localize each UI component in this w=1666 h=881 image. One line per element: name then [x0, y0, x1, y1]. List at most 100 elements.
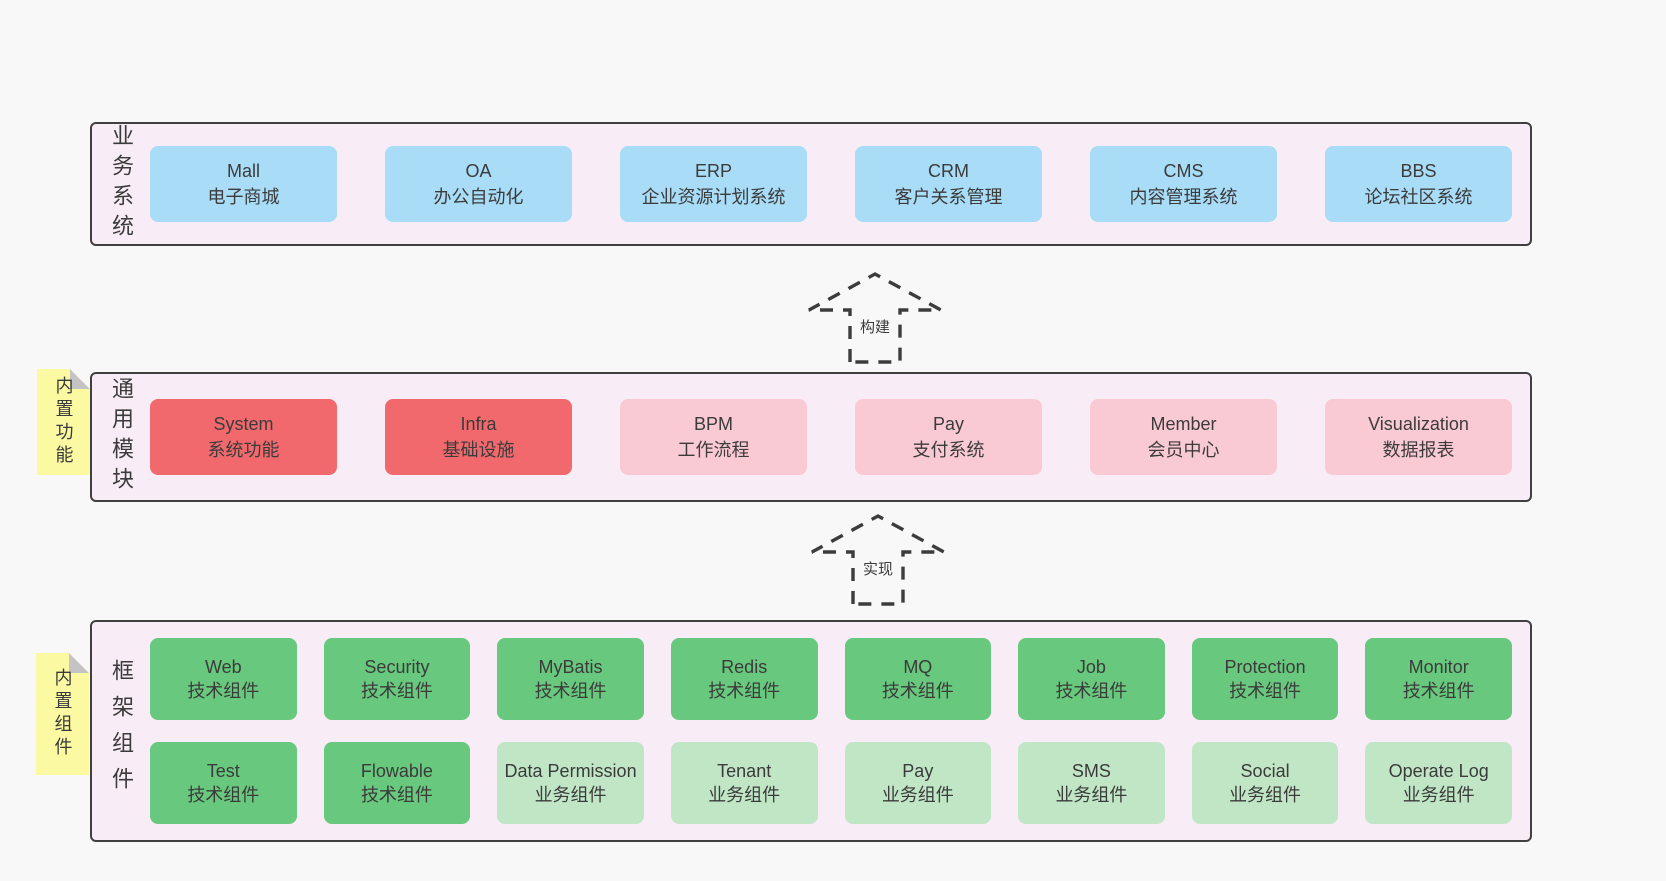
box-title-en: Redis — [721, 656, 768, 677]
box-test: Test 技术组件 — [150, 742, 297, 824]
box-title-cn: 电子商城 — [207, 187, 280, 207]
band-label-modules: 通用模块 — [109, 377, 134, 497]
build-arrow: 构建 — [807, 271, 943, 365]
box-title-cn: 系统功能 — [207, 440, 280, 460]
box-title-cn: 技术组件 — [1055, 681, 1128, 701]
box-title-en: Job — [1076, 656, 1106, 677]
box-data-permission: Data Permission 业务组件 — [497, 742, 644, 824]
common-modules-band: 通用模块 System 系统功能 Infra 基础设施 BPM 工作流程 Pay… — [90, 372, 1532, 502]
box-pay-business: Pay 业务组件 — [844, 742, 992, 824]
box-sms: SMS 业务组件 — [1018, 742, 1165, 824]
implement-arrow: 实现 — [810, 513, 946, 607]
box-title-cn: 技术组件 — [708, 681, 781, 701]
sticky-note-text: 内置功能 — [53, 376, 74, 468]
box-title-en: Member — [1150, 413, 1217, 434]
box-title-cn: 技术组件 — [1402, 681, 1475, 701]
box-oa: OA 办公自动化 — [385, 146, 572, 222]
box-title-cn: 支付系统 — [912, 440, 985, 460]
box-title-en: Protection — [1224, 656, 1306, 677]
framework-box-grid: Web 技术组件 Security 技术组件 MyBatis 技术组件 Redi… — [150, 622, 1530, 840]
box-title-cn: 业务组件 — [708, 785, 781, 805]
band-label-business: 业务系统 — [109, 124, 134, 244]
box-title-cn: 会员中心 — [1147, 440, 1220, 460]
box-cms: CMS 内容管理系统 — [1090, 146, 1277, 222]
box-title-cn: 业务组件 — [1229, 785, 1302, 805]
box-title-cn: 业务组件 — [534, 785, 607, 805]
box-title-en: BBS — [1400, 160, 1437, 181]
box-title-en: SMS — [1071, 760, 1111, 781]
box-job: Job 技术组件 — [1018, 638, 1165, 720]
box-title-en: ERP — [694, 160, 732, 181]
box-title-en: Tenant — [717, 760, 772, 781]
arrow-label-build: 构建 — [856, 316, 894, 337]
dashed-up-arrow-icon — [808, 272, 942, 364]
band-label-framework: 框架组件 — [109, 659, 134, 803]
box-title-en: MyBatis — [538, 656, 603, 677]
box-social: Social 业务组件 — [1191, 742, 1339, 824]
arrow-label-implement: 实现 — [859, 558, 897, 579]
box-title-cn: 技术组件 — [360, 681, 433, 701]
box-erp: ERP 企业资源计划系统 — [620, 146, 807, 222]
box-title-cn: 业务组件 — [1055, 785, 1128, 805]
box-title-cn: 论坛社区系统 — [1364, 187, 1473, 207]
box-title-en: Mall — [226, 160, 260, 181]
box-title-cn: 办公自动化 — [433, 187, 524, 207]
box-infra: Infra 基础设施 — [385, 399, 572, 475]
box-title-cn: 技术组件 — [187, 785, 260, 805]
box-title-en: Pay — [932, 413, 965, 434]
modules-box-row: System 系统功能 Infra 基础设施 BPM 工作流程 Pay 支付系统… — [150, 374, 1530, 500]
box-title-cn: 数据报表 — [1382, 440, 1455, 460]
dashed-up-arrow-icon — [811, 514, 945, 606]
box-title-en: MQ — [903, 656, 933, 677]
box-title-en: Data Permission — [504, 760, 637, 781]
box-bpm: BPM 工作流程 — [620, 399, 807, 475]
box-mall: Mall 电子商城 — [150, 146, 337, 222]
box-flowable: Flowable 技术组件 — [323, 742, 471, 824]
box-system: System 系统功能 — [150, 399, 337, 475]
box-title-en: Flowable — [360, 760, 433, 781]
box-title-cn: 工作流程 — [677, 440, 750, 460]
box-redis: Redis 技术组件 — [670, 638, 818, 720]
box-title-en: BPM — [693, 413, 733, 434]
box-visualization: Visualization 数据报表 — [1325, 399, 1512, 475]
business-systems-band: 业务系统 Mall 电子商城 OA 办公自动化 ERP 企业资源计划系统 CRM… — [90, 122, 1532, 246]
box-title-en: Security — [364, 656, 430, 677]
box-tenant: Tenant 业务组件 — [670, 742, 818, 824]
box-title-en: CRM — [928, 160, 969, 181]
box-title-cn: 技术组件 — [1229, 681, 1302, 701]
box-title-cn: 技术组件 — [187, 681, 260, 701]
box-member: Member 会员中心 — [1090, 399, 1277, 475]
box-crm: CRM 客户关系管理 — [855, 146, 1042, 222]
box-title-en: Web — [204, 656, 242, 677]
box-title-en: Operate Log — [1388, 760, 1489, 781]
box-operate-log: Operate Log 业务组件 — [1365, 742, 1512, 824]
box-protection: Protection 技术组件 — [1191, 638, 1339, 720]
box-title-cn: 技术组件 — [360, 785, 433, 805]
business-box-row: Mall 电子商城 OA 办公自动化 ERP 企业资源计划系统 CRM 客户关系… — [150, 124, 1530, 244]
box-title-en: CMS — [1163, 160, 1204, 181]
box-pay: Pay 支付系统 — [855, 399, 1042, 475]
box-title-cn: 企业资源计划系统 — [641, 187, 786, 207]
box-title-en: Visualization — [1368, 413, 1469, 434]
box-title-en: Infra — [460, 413, 497, 434]
box-title-cn: 技术组件 — [881, 681, 954, 701]
box-bbs: BBS 论坛社区系统 — [1325, 146, 1512, 222]
box-title-en: Pay — [902, 760, 934, 781]
box-title-en: Test — [206, 760, 240, 781]
box-title-cn: 技术组件 — [534, 681, 607, 701]
box-title-en: System — [213, 413, 274, 434]
box-title-en: Monitor — [1408, 656, 1469, 677]
box-title-cn: 客户关系管理 — [894, 187, 1003, 207]
box-mq: MQ 技术组件 — [844, 638, 992, 720]
box-mybatis: MyBatis 技术组件 — [497, 638, 644, 720]
framework-components-band: 框架组件 Web 技术组件 Security 技术组件 MyBatis 技术组件… — [90, 620, 1532, 842]
box-security: Security 技术组件 — [323, 638, 471, 720]
sticky-note-builtin-components: 内置组件 — [36, 653, 89, 775]
box-title-cn: 业务组件 — [881, 785, 954, 805]
sticky-note-text: 内置组件 — [52, 668, 73, 760]
box-monitor: Monitor 技术组件 — [1365, 638, 1512, 720]
box-title-en: Social — [1240, 760, 1290, 781]
box-title-en: OA — [465, 160, 492, 181]
sticky-note-builtin-features: 内置功能 — [37, 369, 90, 475]
box-title-cn: 基础设施 — [442, 440, 515, 460]
